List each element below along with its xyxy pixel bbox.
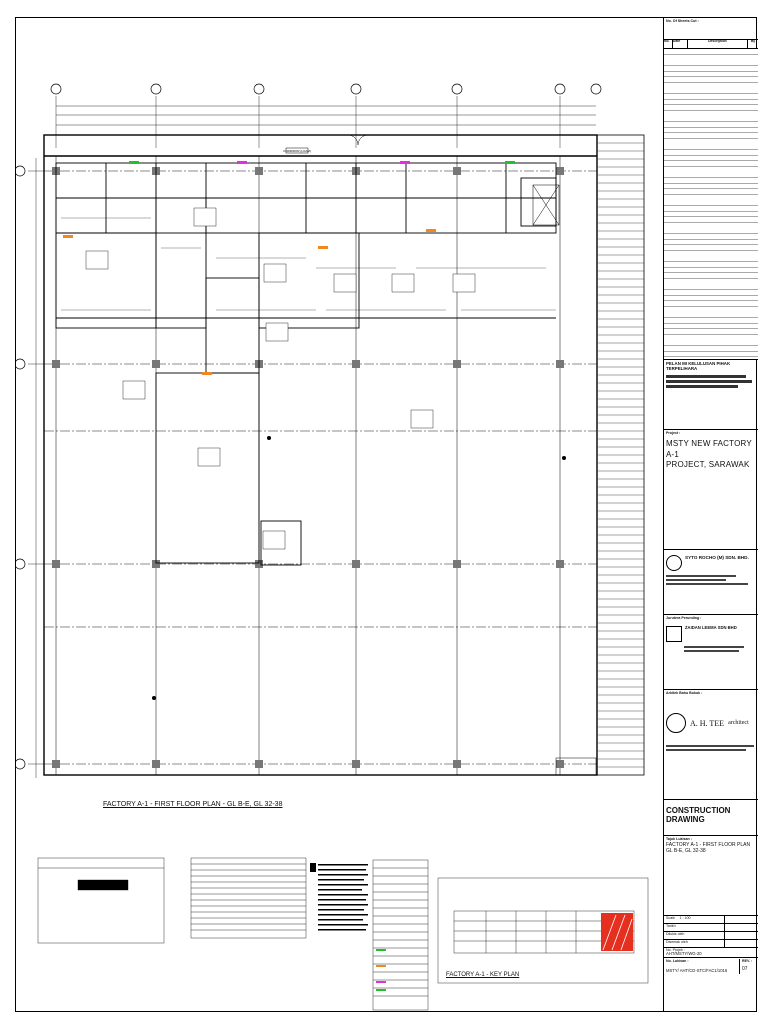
scale-value: 1 : 100 <box>679 916 691 920</box>
title-block: No. Of Sheets Cut : No. Date Description… <box>663 18 758 1011</box>
room-label-corridor: CORRIDOR (LOAM) <box>283 149 311 153</box>
drawing-title-cell: Tajuk Lukisan : FACTORY A-1 - FIRST FLOO… <box>664 836 758 916</box>
project-name-line2: PROJECT, SARAWAK <box>666 459 750 469</box>
checked-label: Disemak oleh <box>666 940 688 944</box>
drawing-no-cell: No. Lukisan : MSTY/ AHT/CD-STC/FAC1/1016… <box>664 958 758 1011</box>
consultant-logo-icon <box>666 626 682 643</box>
drawing-title-line1: FACTORY A-1 - FIRST FLOOR PLAN <box>666 842 751 849</box>
project-label: Project : <box>666 431 681 435</box>
date-label: Tarikh <box>666 924 676 928</box>
approval-label: PELAN MI KELULUSAN PIHAK TERPELIHARA <box>666 361 731 372</box>
architect-name: A. H. TEE <box>690 718 725 728</box>
scale-label: Scale <box>666 916 675 920</box>
architect-cell: Arkitek Bahu Bukuk : A. H. TEE architect <box>664 690 758 800</box>
rev-col-by: By <box>750 40 756 43</box>
drawing-no-label: No. Lukisan : <box>666 959 689 963</box>
drawing-sheet: CORRIDOR (LOAM) <box>15 17 758 1013</box>
sheets-cut-label: No. Of Sheets Cut : <box>666 19 699 23</box>
rev-col-description: Description <box>688 40 749 48</box>
rev-label: REV. : <box>742 959 753 963</box>
approval-cell: PELAN MI KELULUSAN PIHAK TERPELIHARA <box>664 360 758 430</box>
client-name: SYTO ROCHO (M) SDN. BHD. <box>685 555 749 560</box>
drawn-label: Dilukis oleh <box>666 932 685 936</box>
project-no-label: No. Projek : <box>666 948 685 952</box>
drawing-status: CONSTRUCTION DRAWING <box>664 800 758 836</box>
architect-label: Arkitek Bahu Bukuk : <box>666 691 703 695</box>
project-no: AHT/MSTY/WG-20 <box>666 951 702 957</box>
project-cell: Project : MSTY NEW FACTORY A-1 PROJECT, … <box>664 430 758 550</box>
drawing-area: CORRIDOR (LOAM) <box>16 18 664 1013</box>
sheets-cut-cell: No. Of Sheets Cut : <box>664 18 758 40</box>
rev-col-date: Date <box>673 40 688 48</box>
client-cell: SYTO ROCHO (M) SDN. BHD. <box>664 550 758 615</box>
drawing-no: MSTY/ AHT/CD-STC/FAC1/1016 <box>666 968 728 974</box>
architect-sub: architect <box>728 719 749 726</box>
client-logo-icon <box>666 555 682 571</box>
revision-header: No. Date Description By <box>664 40 758 49</box>
scale-table: Scale 1 : 100 Tarikh Dilukis oleh Disema… <box>664 916 758 958</box>
plan-caption: FACTORY A-1 - FIRST FLOOR PLAN - GL B-E,… <box>103 801 283 808</box>
title-label: Tajuk Lukisan : <box>666 837 692 841</box>
floor-plan-drawing: CORRIDOR (LOAM) <box>16 83 649 1011</box>
project-name-line1: MSTY NEW FACTORY A-1 <box>666 439 752 459</box>
rev-value: 07 <box>742 966 748 973</box>
consultant-cell: Jurutera Perunding : ZAIDAN LEEMA SDN BH… <box>664 615 758 690</box>
keyplan-caption: FACTORY A-1 - KEY PLAN <box>446 972 520 978</box>
drawing-title-line2: GL B-E, GL 32-38 <box>666 847 706 854</box>
consultant-name: ZAIDAN LEEMA SDN BHD <box>685 625 737 631</box>
consultant-label: Jurutera Perunding : <box>666 616 702 620</box>
revision-table: No. Date Description By <box>664 40 758 360</box>
architect-logo-icon <box>666 713 686 734</box>
rev-col-no: No. <box>664 40 673 48</box>
